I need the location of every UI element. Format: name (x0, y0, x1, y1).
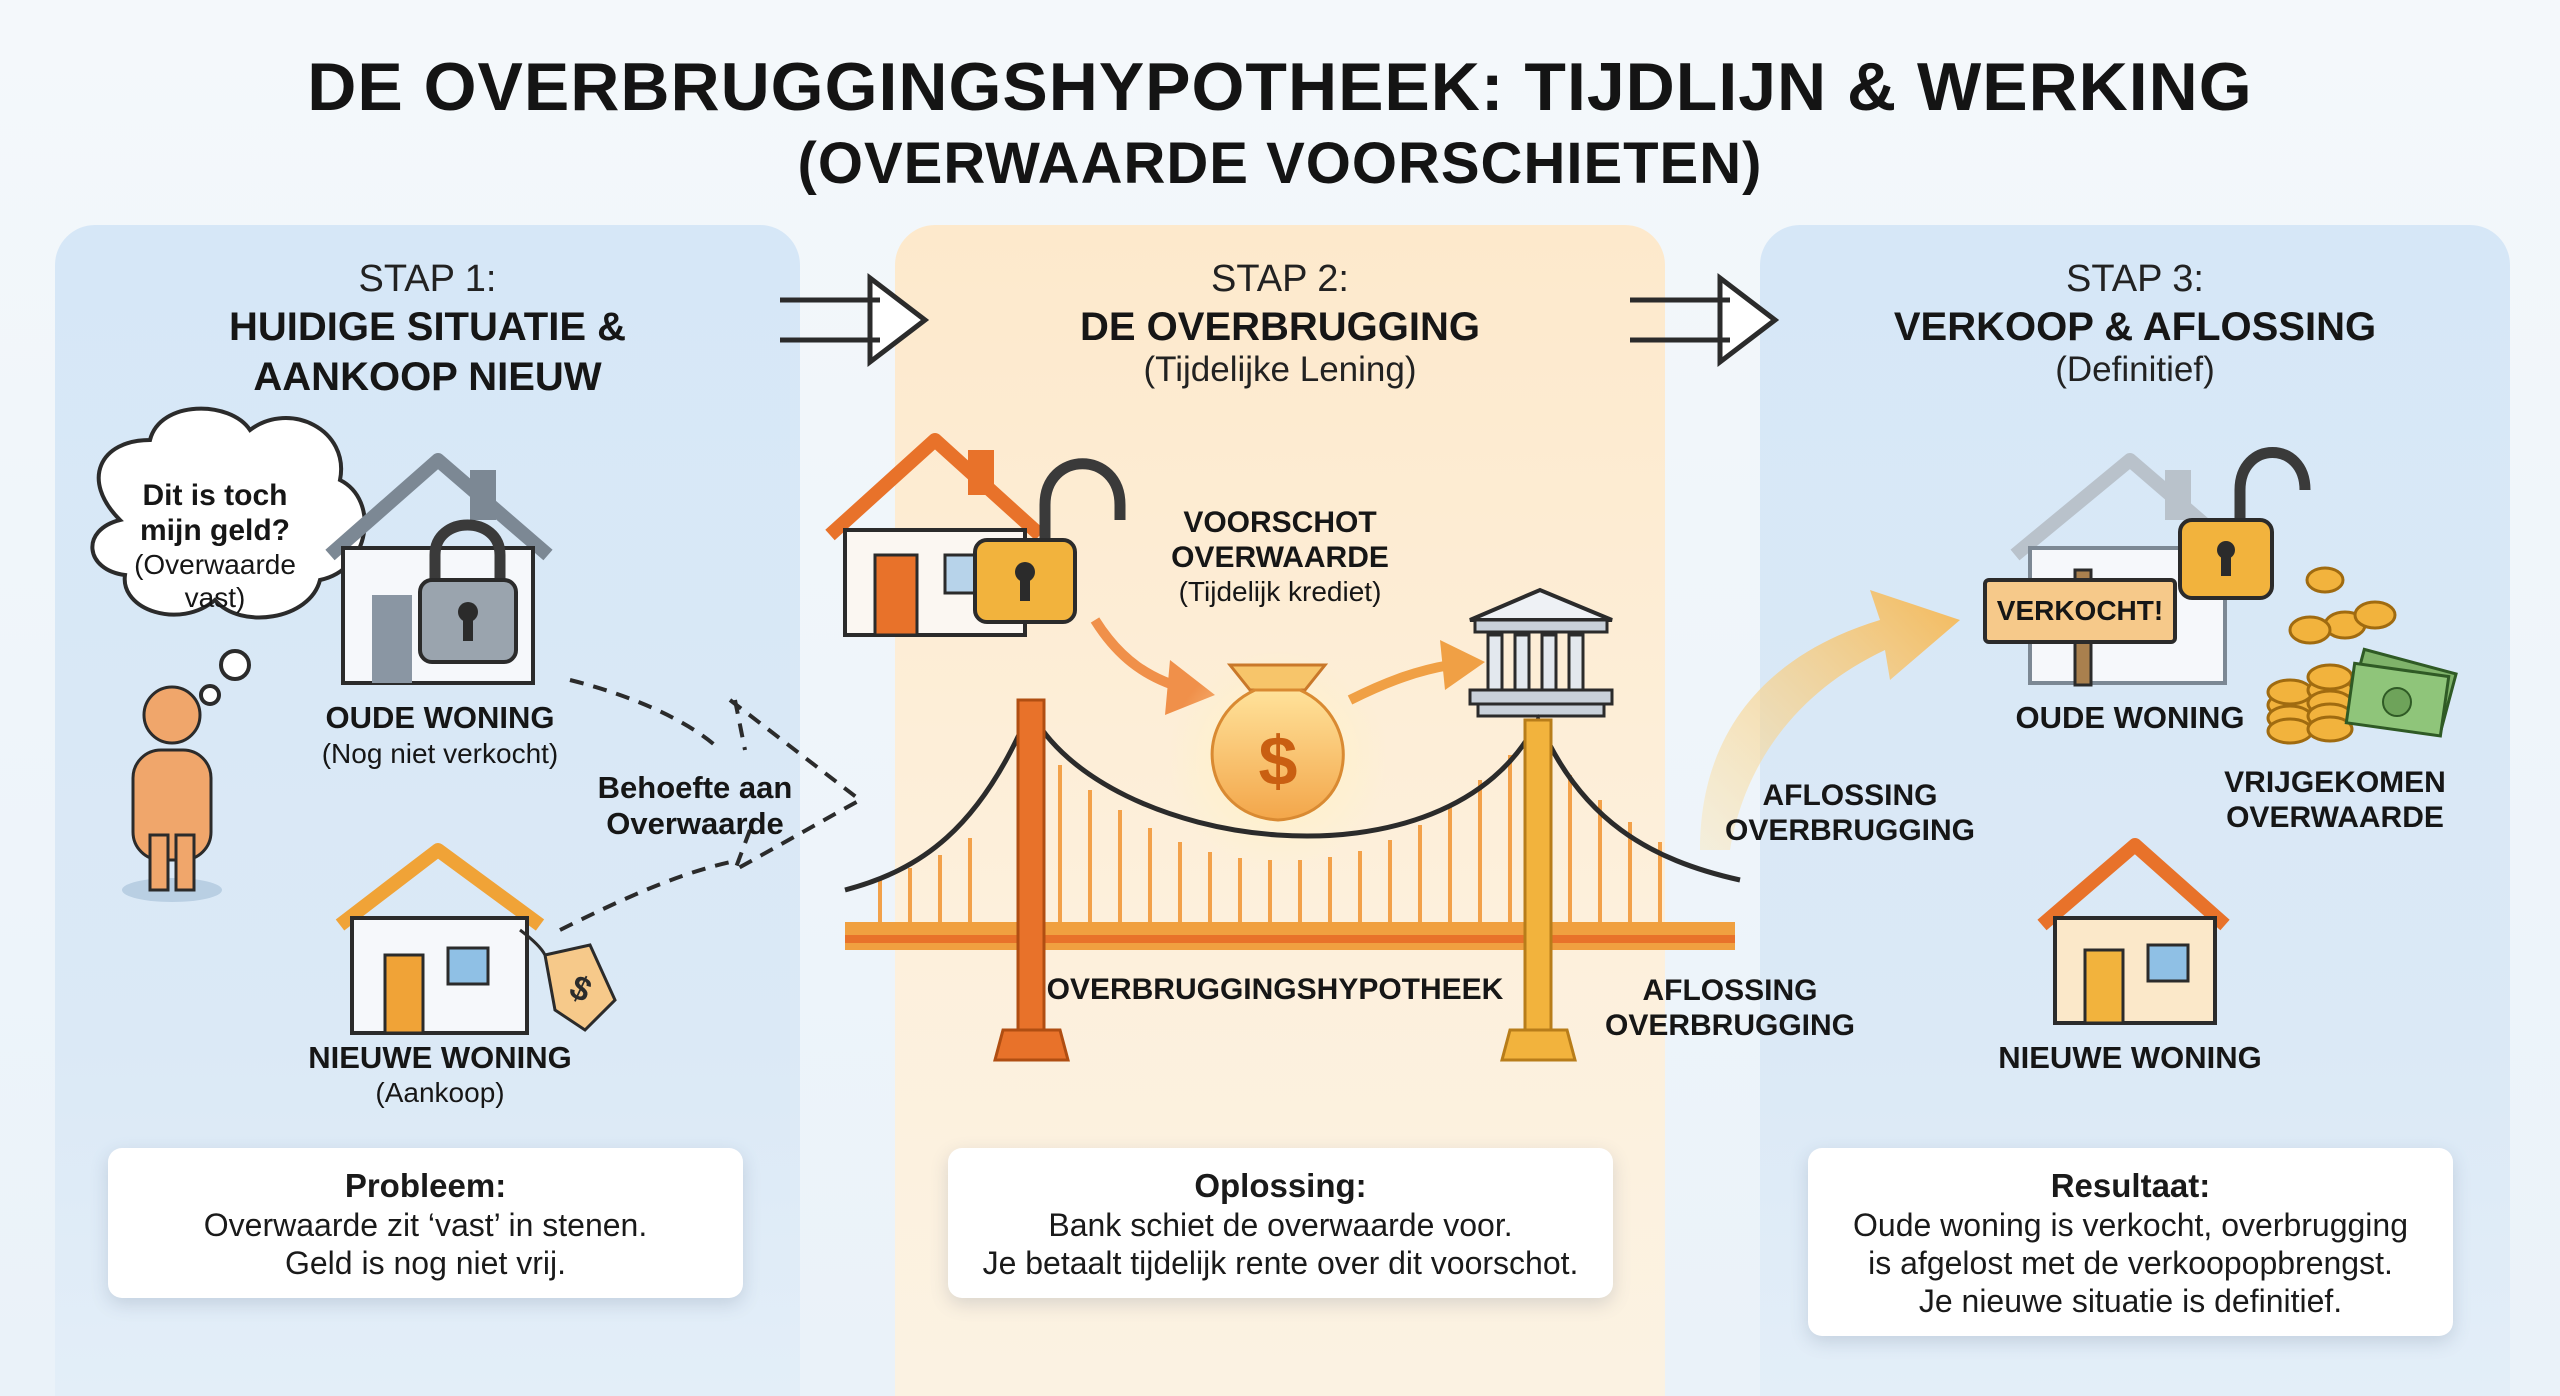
step3-repay-line1: AFLOSSING (1762, 779, 1938, 812)
step3-repay-line2: OVERBRUGGING (1724, 814, 1976, 847)
price-tag-icon: $ (519, 928, 617, 1032)
arrow-icon (1440, 640, 1485, 690)
arrow-icon (1165, 660, 1215, 715)
freed-line2: OVERWAARDE (2226, 801, 2444, 834)
bank-icon (1468, 587, 1614, 718)
svg-text:$: $ (1259, 722, 1298, 800)
step1-new-home-label: NIEUWE WONING (308, 1040, 572, 1075)
solution-card-line2: Je betaalt tijdelijk rente over dit voor… (982, 1245, 1579, 1281)
solution-card-title: Oplossing: (1194, 1167, 1367, 1204)
sold-sign-icon (1983, 568, 2177, 687)
thought-line3: (Overwaarde (134, 549, 296, 580)
step1-old-home-label: OUDE WONING (325, 700, 555, 735)
advance-line2: OVERWAARDE (1171, 541, 1389, 574)
need-line2: Overwaarde (606, 806, 784, 841)
step3-repay-label: AFLOSSING OVERBRUGGING (1700, 778, 2000, 848)
step3-old-home-label: OUDE WONING (2015, 700, 2245, 735)
solution-card: Oplossing: Bank schiet de overwaarde voo… (948, 1148, 1613, 1298)
thought-line2: mijn geld? (140, 514, 290, 547)
unlock-icon (973, 458, 1126, 624)
banknotes-icon (2344, 647, 2458, 738)
advance-label: VOORSCHOT OVERWAARDE (1130, 505, 1430, 575)
person-icon (122, 685, 222, 902)
need-label: Behoefte aan Overwaarde (575, 770, 815, 842)
thought-line4: vast) (184, 582, 246, 613)
step3-sub: (Definitief) (2055, 350, 2215, 389)
advance-sub: (Tijdelijk krediet) (1178, 576, 1382, 607)
step1-title-line1: HUIDIGE SITUATIE & (228, 305, 627, 349)
thought-text: Dit is toch mijn geld? (Overwaarde vast) (100, 478, 330, 614)
step1-new-home-sub: (Aankoop) (375, 1077, 505, 1108)
step2-repay-line2: OVERBRUGGING (1604, 1009, 1856, 1042)
arrow-icon (1700, 590, 1960, 850)
bridge-icon (844, 698, 1741, 1062)
freed-line1: VRIJGEKOMEN (2224, 766, 2446, 799)
result-card-line3: Je nieuwe situatie is definitief. (1918, 1283, 2343, 1319)
result-card-line1: Oude woning is verkocht, overbrugging (1853, 1207, 2408, 1243)
arrow-icon (780, 272, 930, 368)
step2-sub: (Tijdelijke Lening) (1143, 350, 1417, 389)
solution-card-line1: Bank schiet de overwaarde voor. (1048, 1207, 1513, 1243)
step3-new-home-label: NIEUWE WONING (1998, 1040, 2262, 1075)
unlock-icon (2178, 447, 2311, 600)
arrow-icon (1630, 272, 1780, 368)
problem-card-line1: Overwaarde zit ‘vast’ in stenen. (203, 1207, 648, 1243)
arrow-icon (1347, 660, 1451, 705)
money-bag-icon: $ (1210, 663, 1345, 822)
freed-equity-label: VRIJGEKOMEN OVERWAARDE (2195, 765, 2475, 835)
house-icon (2037, 838, 2230, 1025)
thought-line1: Dit is toch (142, 479, 288, 512)
arrow-icon (559, 678, 864, 932)
step1-label: STAP 1: (358, 258, 497, 300)
step2-repay-label: AFLOSSING OVERBRUGGING (1590, 973, 1870, 1043)
result-card-line2: is afgelost met de verkoopopbrengst. (1868, 1245, 2393, 1281)
result-card-title: Resultaat: (2050, 1167, 2211, 1204)
step1-title-line2: AANKOOP NIEUW (253, 355, 602, 399)
house-icon (335, 843, 545, 1035)
result-card: Resultaat: Oude woning is verkocht, over… (1808, 1148, 2453, 1336)
step2-repay-line1: AFLOSSING (1642, 974, 1818, 1007)
page-subtitle: (OVERWAARDE VOORSCHIETEN) (797, 131, 1763, 196)
step1-old-home-sub: (Nog niet verkocht) (321, 738, 559, 769)
need-line1: Behoefte aan (597, 770, 793, 805)
coins-icon (2266, 566, 2397, 745)
step2-title: DE OVERBRUGGING (1079, 305, 1481, 349)
sold-sign-text: VERKOCHT! (1996, 595, 2164, 626)
step2-label: STAP 2: (1211, 258, 1349, 300)
problem-card-title: Probleem: (344, 1167, 507, 1204)
step3-label: STAP 3: (2066, 258, 2204, 300)
page-title: DE OVERBRUGGINGSHYPOTHEEK: TIJDLIJN & WE… (307, 49, 2253, 125)
problem-card-line2: Geld is nog niet vrij. (284, 1245, 566, 1281)
bridge-label: OVERBRUGGINGSHYPOTHEEK (1046, 973, 1504, 1006)
step1-title: HUIDIGE SITUATIE & AANKOOP NIEUW (55, 302, 800, 402)
lock-icon (418, 519, 518, 664)
problem-card: Probleem: Overwaarde zit ‘vast’ in stene… (108, 1148, 743, 1298)
advance-line1: VOORSCHOT (1183, 506, 1377, 539)
step3-title: VERKOOP & AFLOSSING (1893, 305, 2377, 349)
